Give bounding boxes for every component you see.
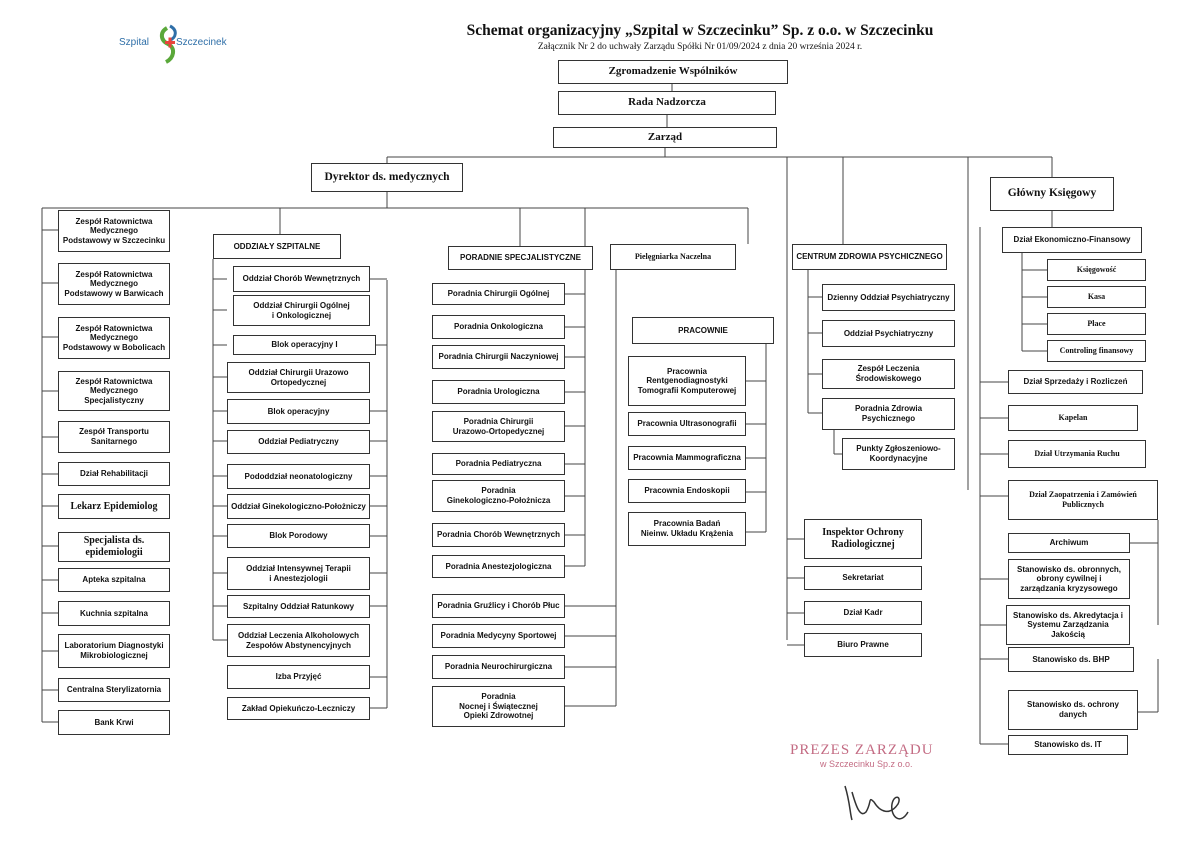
blood-bank-box: Bank Krwi — [58, 710, 170, 735]
mental-health-header: CENTRUM ZDROWIA PSYCHICZNEGO — [792, 244, 947, 270]
ward-item: Blok operacyjny I — [233, 335, 376, 355]
microbiology-lab-box: Laboratorium Diagnostyki Mikrobiologiczn… — [58, 634, 170, 668]
epidemiologist-box: Lekarz Epidemiolog — [58, 494, 170, 519]
finance-header: Dział Ekonomiczno-Finansowy — [1002, 227, 1142, 253]
clinics-header: PORADNIE SPECJALISTYCZNE — [448, 246, 593, 270]
stamp-title: PREZES ZARZĄDU — [790, 742, 934, 758]
ward-item: Oddział Chirurgii Urazowo Ortopedycznej — [227, 362, 370, 393]
clinic-item: Poradnia Pediatryczna — [432, 453, 565, 475]
president-stamp: PREZES ZARZĄDU w Szczecinku Sp.z o.o. — [790, 742, 960, 832]
lab-item: Pracownia Ultrasonografii — [628, 412, 746, 436]
sanitary-transport-team: Zespół Transportu Sanitarnego — [58, 421, 170, 453]
ward-item: Oddział Chirurgii Ogólnej i Onkologiczne… — [233, 295, 370, 326]
maintenance-department-box: Dział Utrzymania Ruchu — [1008, 440, 1146, 468]
lab-item: Pracownia Badań Nieinw. Układu Krążenia — [628, 512, 746, 546]
finance-item: Kasa — [1047, 286, 1146, 308]
ward-item: Blok operacyjny — [227, 399, 370, 424]
ward-item: Izba Przyjęć — [227, 665, 370, 689]
page-title: Schemat organizacyjny „Szpital w Szczeci… — [466, 22, 934, 39]
mental-health-item: Poradnia Zdrowia Psychicznego — [822, 398, 955, 430]
stamp-company: w Szczecinku Sp.z o.o. — [820, 759, 913, 769]
ward-item: Blok Porodowy — [227, 524, 370, 548]
sterilization-center-box: Centralna Sterylizatornia — [58, 678, 170, 702]
shareholders-assembly-box: Zgromadzenie Wspólników — [558, 60, 788, 84]
logo-right-text: Szczecinek — [176, 37, 227, 48]
lab-item: Pracownia Mammograficzna — [628, 446, 746, 470]
clinic-item: Poradnia Chirurgii Naczyniowej — [432, 345, 565, 369]
clinic-item: Poradnia Neurochirurgiczna — [432, 655, 565, 679]
procurement-department-box: Dział Zaopatrzenia i Zamówień Publicznyc… — [1008, 480, 1158, 520]
mental-health-item: Oddział Psychiatryczny — [822, 320, 955, 347]
ward-item: Pododdział neonatologiczny — [227, 464, 370, 489]
ward-item: Oddział Intensywnej Terapii i Anestezjol… — [227, 557, 370, 590]
legal-office-box: Biuro Prawne — [804, 633, 922, 657]
defense-post-box: Stanowisko ds. obronnych, obrony cywilne… — [1008, 559, 1130, 599]
emergency-team-szczecinek: Zespół Ratownictwa Medycznego Podstawowy… — [58, 210, 170, 252]
hospital-pharmacy-box: Apteka szpitalna — [58, 568, 170, 592]
mental-health-item: Punkty Zgłoszeniowo- Koordynacyjne — [842, 438, 955, 470]
clinic-item: Poradnia Chorób Wewnętrznych — [432, 523, 565, 547]
clinic-item: Poradnia Urologiczna — [432, 380, 565, 404]
clinic-item: Poradnia Gruźlicy i Chorób Płuc — [432, 594, 565, 618]
clinic-item: Poradnia Medycyny Sportowej — [432, 624, 565, 648]
lab-item: Pracownia Endoskopii — [628, 479, 746, 503]
archive-box: Archiwum — [1008, 533, 1130, 553]
ward-item: Oddział Pediatryczny — [227, 430, 370, 454]
supervisory-board-box: Rada Nadzorcza — [558, 91, 776, 115]
quality-accreditation-box: Stanowisko ds. Akredytacja i Systemu Zar… — [1006, 605, 1130, 645]
it-post-box: Stanowisko ds. IT — [1008, 735, 1128, 755]
emergency-team-bobolice: Zespół Ratownictwa Medycznego Podstawowy… — [58, 317, 170, 359]
logo-left-text: Szpital — [119, 37, 150, 48]
data-protection-box: Stanowisko ds. ochrony danych — [1008, 690, 1138, 730]
emergency-team-specialist: Zespół Ratownictwa Medycznego Specjalist… — [58, 371, 170, 411]
ward-item: Oddział Ginekologiczno-Położniczy — [227, 494, 370, 519]
clinic-item: Poradnia Ginekologiczno-Położnicza — [432, 480, 565, 512]
clinic-item: Poradnia Nocnej i Świątecznej Opieki Zdr… — [432, 686, 565, 727]
mental-health-item: Dzienny Oddział Psychiatryczny — [822, 284, 955, 311]
clinic-item: Poradnia Chirurgii Urazowo-Ortopedycznej — [432, 411, 565, 442]
labs-header: PRACOWNIE — [632, 317, 774, 344]
medical-director-box: Dyrektor ds. medycznych — [311, 163, 463, 192]
hospital-logo: Szpital Szczecinek — [112, 22, 252, 68]
sales-settlements-box: Dział Sprzedaży i Rozliczeń — [1008, 370, 1143, 394]
ward-item: Oddział Leczenia Alkoholowych Zespołów A… — [227, 624, 370, 657]
secretariat-box: Sekretariat — [804, 566, 922, 590]
radiology-inspector-box: Inspektor Ochrony Radiologicznej — [804, 519, 922, 559]
lab-item: Pracownia Rentgenodiagnostyki Tomografii… — [628, 356, 746, 406]
clinic-item: Poradnia Onkologiczna — [432, 315, 565, 339]
epidemiology-specialist-box: Specjalista ds. epidemiologii — [58, 532, 170, 562]
mental-health-item: Zespół Leczenia Środowiskowego — [822, 359, 955, 389]
finance-item: Controling finansowy — [1047, 340, 1146, 362]
ward-item: Oddział Chorób Wewnętrznych — [233, 266, 370, 292]
page-subtitle: Załącznik Nr 2 do uchwały Zarządu Spółki… — [537, 42, 863, 52]
clinic-item: Poradnia Chirurgii Ogólnej — [432, 283, 565, 305]
clinic-item: Poradnia Anestezjologiczna — [432, 555, 565, 578]
logo-cross-icon — [159, 24, 177, 64]
management-board-box: Zarząd — [553, 127, 777, 148]
ward-item: Szpitalny Oddział Ratunkowy — [227, 595, 370, 618]
emergency-team-barwice: Zespół Ratownictwa Medycznego Podstawowy… — [58, 263, 170, 305]
rehabilitation-department: Dział Rehabilitacji — [58, 462, 170, 486]
finance-item: Płace — [1047, 313, 1146, 335]
signature-icon — [844, 785, 909, 821]
wards-header: ODDZIAŁY SZPITALNE — [213, 234, 341, 259]
head-nurse-box: Pielęgniarka Naczelna — [610, 244, 736, 270]
bhp-post-box: Stanowisko ds. BHP — [1008, 647, 1134, 672]
ward-item: Zakład Opiekuńczo-Leczniczy — [227, 697, 370, 720]
hr-department-box: Dział Kadr — [804, 601, 922, 625]
chaplain-box: Kapelan — [1008, 405, 1138, 431]
hospital-kitchen-box: Kuchnia szpitalna — [58, 601, 170, 626]
chief-accountant-box: Główny Księgowy — [990, 177, 1114, 211]
finance-item: Księgowość — [1047, 259, 1146, 281]
